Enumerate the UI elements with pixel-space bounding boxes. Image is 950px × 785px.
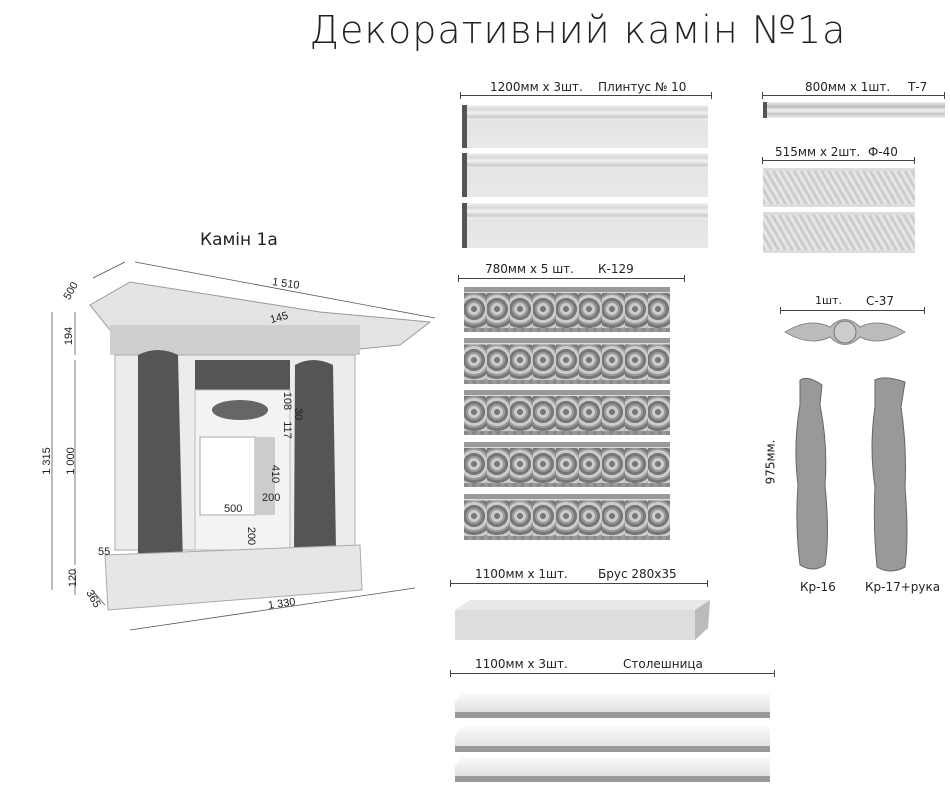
k129-qty: 780мм х 5 шт. bbox=[485, 262, 574, 276]
dim-200-b: 200 bbox=[245, 526, 258, 546]
c37-ornament bbox=[784, 319, 906, 345]
c37-name: С-37 bbox=[866, 294, 894, 308]
f40-dimension-line bbox=[762, 157, 915, 164]
f40-qty: 515мм х 2шт. bbox=[775, 145, 861, 159]
top-slab bbox=[455, 693, 770, 718]
top-name: Столешница bbox=[623, 657, 703, 671]
statue-kr17-label: Кр-17+рука bbox=[865, 580, 941, 594]
dim-1000: 1 000 bbox=[64, 447, 77, 475]
k129-dimension-line bbox=[458, 275, 685, 282]
c37-dimension-line bbox=[780, 307, 925, 314]
dim-55: 55 bbox=[98, 546, 111, 558]
dim-200-a: 200 bbox=[262, 492, 281, 504]
f40-name: Ф-40 bbox=[868, 145, 898, 159]
c37-qty: 1шт. bbox=[815, 294, 842, 307]
top-slab bbox=[455, 757, 770, 782]
k129-strip bbox=[464, 390, 670, 435]
brus-block bbox=[455, 600, 710, 640]
dim-30: 30 bbox=[292, 407, 305, 421]
f40-strip bbox=[763, 212, 915, 253]
dim-410: 410 bbox=[269, 464, 282, 484]
page-title: Декоративний камін №1а bbox=[309, 8, 847, 52]
statue-kr16-label: Кр-16 bbox=[800, 580, 836, 594]
t7-qty: 800мм х 1шт. bbox=[805, 80, 891, 94]
dim-117: 117 bbox=[280, 421, 293, 439]
dim-1315: 1 315 bbox=[40, 447, 53, 475]
brus-qty: 1100мм х 1шт. bbox=[475, 567, 568, 581]
brus-name: Брус 280х35 bbox=[598, 567, 677, 581]
top-dimension-line bbox=[450, 670, 775, 677]
fireplace-label: Камін 1а bbox=[200, 230, 278, 250]
top-slab bbox=[455, 727, 770, 752]
fireplace-drawing bbox=[51, 261, 436, 631]
statues-drawing bbox=[795, 377, 908, 572]
plinth-qty: 1200мм х 3шт. bbox=[490, 80, 583, 94]
dim-500: 500 bbox=[224, 503, 243, 515]
statue-height: 975мм. bbox=[763, 439, 778, 485]
f40-strip bbox=[763, 168, 915, 207]
plinth-strip bbox=[462, 153, 708, 197]
dim-120: 120 bbox=[67, 568, 80, 588]
plinth-strip bbox=[462, 203, 708, 248]
plinth-strip bbox=[462, 105, 708, 148]
k129-name: К-129 bbox=[598, 262, 634, 276]
t7-name: Т-7 bbox=[908, 80, 928, 94]
k129-strip bbox=[464, 442, 670, 487]
plinth-dimension-line bbox=[460, 92, 712, 99]
t7-dimension-line bbox=[762, 92, 945, 99]
k129-strip bbox=[464, 287, 670, 332]
brus-dimension-line bbox=[450, 580, 708, 587]
plinth-name: Плинтус № 10 bbox=[598, 80, 687, 94]
dim-194: 194 bbox=[63, 326, 76, 346]
k129-strip bbox=[464, 494, 670, 540]
top-qty: 1100мм х 3шт. bbox=[475, 657, 568, 671]
t7-strip bbox=[763, 102, 945, 118]
k129-strip bbox=[464, 338, 670, 384]
